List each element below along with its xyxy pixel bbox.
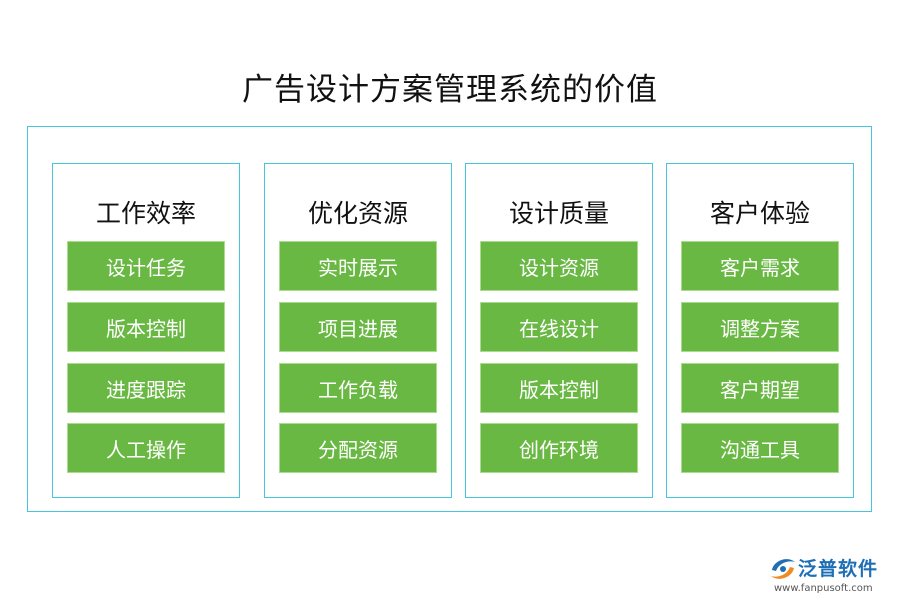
- diagram-title: 广告设计方案管理系统的价值: [242, 72, 658, 108]
- value-item: 在线设计: [480, 302, 638, 352]
- value-item: 版本控制: [480, 363, 638, 413]
- column-optimize-resources: 优化资源 实时展示 项目进展 工作负载 分配资源: [264, 163, 452, 498]
- value-item: 创作环境: [480, 423, 638, 473]
- value-item: 设计资源: [480, 241, 638, 291]
- value-item: 进度跟踪: [67, 363, 225, 413]
- column-heading: 设计质量: [508, 199, 609, 228]
- column-design-quality: 设计质量 设计资源 在线设计 版本控制 创作环境: [465, 163, 653, 498]
- value-item: 分配资源: [279, 423, 437, 473]
- value-item: 实时展示: [279, 241, 437, 291]
- logo-url: www.fanpusoft.com: [774, 583, 873, 594]
- value-item: 客户需求: [681, 241, 839, 291]
- value-item: 工作负载: [279, 363, 437, 413]
- value-item: 人工操作: [67, 423, 225, 473]
- value-item: 设计任务: [67, 241, 225, 291]
- column-heading: 优化资源: [307, 199, 408, 228]
- column-work-efficiency: 工作效率 设计任务 版本控制 进度跟踪 人工操作: [52, 163, 240, 498]
- fanpu-logo-icon: [771, 559, 795, 579]
- value-item: 版本控制: [67, 302, 225, 352]
- column-customer-experience: 客户体验 客户需求 调整方案 客户期望 沟通工具: [666, 163, 854, 498]
- outer-frame: [27, 126, 872, 512]
- logo-name: 泛普软件: [798, 558, 879, 580]
- column-heading: 工作效率: [95, 199, 196, 228]
- value-item: 客户期望: [681, 363, 839, 413]
- value-item: 沟通工具: [681, 423, 839, 473]
- value-item: 调整方案: [681, 302, 839, 352]
- column-heading: 客户体验: [709, 199, 810, 228]
- fanpu-logo: 泛普软件 www.fanpusoft.com: [768, 552, 894, 598]
- value-item: 项目进展: [279, 302, 437, 352]
